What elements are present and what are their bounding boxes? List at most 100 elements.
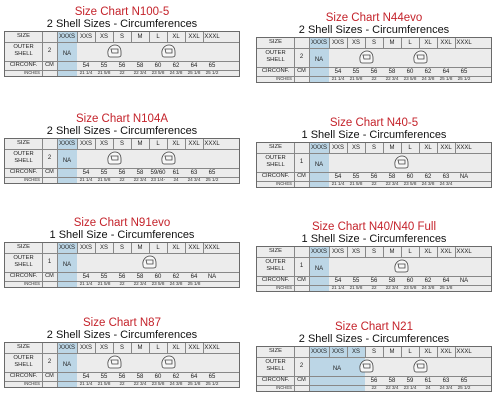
- table-rule: [257, 285, 491, 286]
- size-cell: L: [408, 40, 412, 46]
- table-rule: [113, 139, 114, 149]
- table-rule: [257, 376, 491, 377]
- size-cell: XXXS: [58, 141, 75, 147]
- circumference-cm-cell: 55: [352, 69, 360, 75]
- circumference-cm-cell: 55: [352, 278, 360, 284]
- table-rule: [167, 243, 168, 253]
- table-rule: [365, 143, 366, 153]
- table-rule: [365, 247, 366, 257]
- shell-count: 1: [299, 159, 304, 165]
- circumference-inch-cell: 24 3/4: [187, 177, 201, 182]
- circumference-cm-cell: 56: [118, 374, 126, 380]
- table-rule: [257, 181, 491, 182]
- size-cell: XXL: [440, 145, 452, 151]
- chart-subtitle: 2 Shell Sizes - Circumferences: [46, 125, 198, 137]
- table-rule: [257, 172, 491, 173]
- circumference-cm-cell: 62: [172, 374, 180, 380]
- size-cell: XL: [172, 141, 180, 147]
- circumference-cm-cell: 60: [406, 174, 414, 180]
- circonf-label: CIRCONF.: [9, 169, 38, 175]
- na-column: NA: [309, 247, 329, 291]
- size-cell: XXXS: [58, 34, 75, 40]
- circumference-inch-cell: 22: [371, 181, 377, 186]
- circumference-inch-cell: 22 3/4: [133, 281, 147, 286]
- circumference-inch-cell: 22: [371, 76, 377, 81]
- inches-label: INCHES: [24, 70, 40, 75]
- circumference-inch-cell: 24 3/8: [169, 381, 183, 386]
- size-cell: XXS: [79, 34, 92, 40]
- circumference-inch-cell: 22 3/4: [133, 177, 147, 182]
- table-rule: [257, 48, 491, 49]
- table-rule: [185, 32, 186, 42]
- circumference-inch-cell: 22 3/4: [385, 385, 399, 390]
- size-cell: XXL: [440, 40, 452, 46]
- helmet-icon: [161, 355, 176, 369]
- size-label: SIZE: [17, 344, 30, 350]
- table-rule: [383, 143, 384, 153]
- table-rule: [419, 143, 420, 153]
- table-rule: [149, 139, 150, 149]
- circumference-inch-cell: 24 3/8: [169, 281, 183, 286]
- size-cell: XL: [424, 40, 432, 46]
- circumference-inch-cell: 23 5/8: [403, 76, 417, 81]
- size-cell: XS: [351, 249, 360, 255]
- circumference-inch-cell: 25 1/2: [457, 76, 471, 81]
- circumference-inch-cell: 21 5/8: [349, 181, 363, 186]
- circumference-cm-cell: 59/60: [150, 170, 166, 176]
- size-cell: XL: [172, 245, 180, 251]
- circumference-inch-cell: 24: [425, 385, 431, 390]
- circumference-inch-cell: 25 1/2: [457, 385, 471, 390]
- size-cell: M: [137, 34, 143, 40]
- table-rule: [347, 347, 348, 357]
- table-rule: [329, 347, 330, 357]
- size-cell: XL: [424, 249, 432, 255]
- size-cell: XXXS: [58, 245, 75, 251]
- circumference-cm-cell: 55: [100, 63, 108, 69]
- circumference-inch-cell: 21 5/8: [97, 177, 111, 182]
- size-cell: M: [389, 40, 395, 46]
- circumference-cm-cell: 55: [352, 174, 360, 180]
- circumference-inch-cell: 24 3/8: [421, 76, 435, 81]
- size-cell: S: [119, 141, 124, 147]
- shell-count: 2: [47, 359, 52, 365]
- size-label: SIZE: [17, 244, 30, 250]
- circumference-cm-cell: 62: [424, 278, 432, 284]
- circumference-inch-cell: 22 3/4: [385, 285, 399, 290]
- table-rule: [401, 143, 402, 153]
- circumference-inch-cell: 24 3/4: [439, 181, 453, 186]
- table-rule: [329, 247, 330, 257]
- chart-subtitle: 1 Shell Size - Circumferences: [301, 129, 447, 141]
- inches-label: INCHES: [276, 76, 292, 81]
- size-cell: L: [156, 345, 160, 351]
- table-rule: [95, 243, 96, 253]
- table-rule: [5, 177, 239, 178]
- circumference-cm-cell: 61: [172, 170, 180, 176]
- table-rule: [294, 247, 295, 291]
- table-rule: [42, 32, 43, 76]
- circumference-inch-cell: 23 5/8: [151, 281, 165, 286]
- table-rule: [95, 343, 96, 353]
- size-cell: XXS: [79, 141, 92, 147]
- table-rule: [294, 38, 295, 82]
- table-rule: [437, 347, 438, 357]
- size-cell: XS: [351, 349, 360, 355]
- circumference-inch-cell: 24 3/8: [169, 70, 183, 75]
- cm-label: CM: [45, 273, 54, 279]
- table-rule: [257, 357, 491, 358]
- outer-shell-label: OUTER SHELL: [265, 50, 286, 63]
- size-cell: XXXL: [204, 34, 220, 40]
- circumference-cm-cell: 56: [118, 63, 126, 69]
- circonf-label: CIRCONF.: [9, 373, 38, 379]
- table-rule: [95, 32, 96, 42]
- size-cell: XXS: [331, 349, 344, 355]
- size-cell: XXXL: [204, 141, 220, 147]
- chart-subtitle: 1 Shell Size - Circumferences: [301, 233, 447, 245]
- table-rule: [309, 247, 310, 291]
- table-rule: [77, 243, 78, 253]
- size-cell: L: [408, 349, 412, 355]
- circumference-cm-cell: 61: [424, 378, 432, 384]
